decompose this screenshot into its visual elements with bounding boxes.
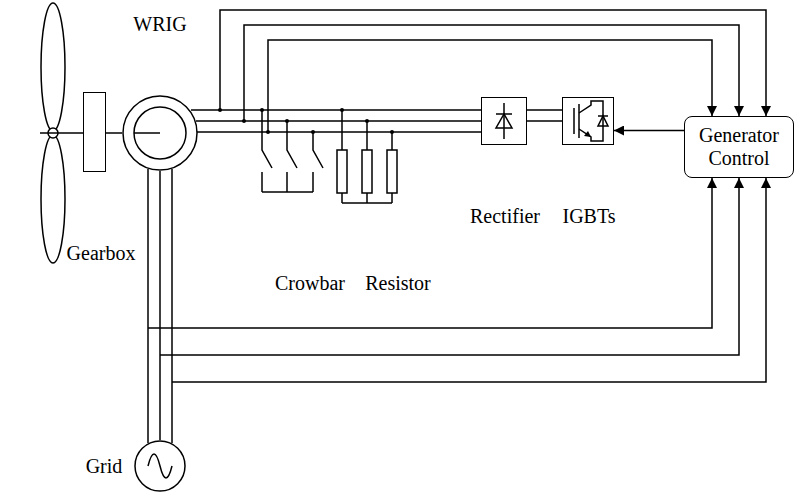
resistor-lead xyxy=(341,193,343,203)
resistor-symbol xyxy=(362,150,372,193)
circle-outline xyxy=(135,441,185,491)
junction-dot xyxy=(260,108,264,112)
control-box: Generator Control xyxy=(684,116,794,178)
junction-dot xyxy=(218,108,222,112)
junction-dot xyxy=(242,119,246,123)
igbt-symbol xyxy=(598,115,608,117)
crowbar-switch xyxy=(313,132,323,168)
resistor-lead xyxy=(341,110,343,150)
igbt-box: IGBTs xyxy=(562,97,614,145)
stator-wire xyxy=(159,171,161,440)
rotor-wire xyxy=(197,131,481,133)
node-label: Grid xyxy=(86,455,123,478)
node-label: Generator Control xyxy=(691,124,787,170)
node-label: IGBTs xyxy=(562,205,615,228)
node-label: WRIG xyxy=(133,13,186,36)
rectifier-box: Rectifier xyxy=(481,97,527,145)
junction-dot xyxy=(285,119,289,123)
part-label: Crowbar xyxy=(275,272,345,295)
crowbar-contact xyxy=(286,172,288,192)
rotor-wire xyxy=(191,109,481,111)
node-label: Gearbox xyxy=(67,242,136,265)
ac-source-symbol xyxy=(148,454,172,478)
shaft xyxy=(40,132,83,134)
turbine-blade xyxy=(41,135,65,263)
resistor-symbol xyxy=(337,150,347,193)
connector xyxy=(614,130,684,132)
crowbar-switch xyxy=(262,110,272,168)
rotor-ring xyxy=(134,107,186,159)
diode-symbol xyxy=(503,103,505,139)
grid-source: Grid xyxy=(134,440,186,492)
generator-circle: WRIG xyxy=(122,95,198,171)
igbt-symbol xyxy=(579,101,603,141)
circle-outline xyxy=(122,95,198,171)
resistor-lead xyxy=(366,121,368,150)
stator-wire xyxy=(171,169,173,443)
measurement-line xyxy=(160,178,739,355)
connector xyxy=(106,132,122,134)
igbt-symbol xyxy=(598,116,608,126)
junction-dot xyxy=(311,130,315,134)
gearbox-box: Gearbox xyxy=(83,92,106,172)
rotor-wire xyxy=(196,120,481,122)
junction-dot xyxy=(365,119,369,123)
junction-dot xyxy=(390,130,394,134)
diode-symbol xyxy=(496,114,512,128)
crowbar-contact xyxy=(312,172,314,192)
star-point xyxy=(342,202,392,204)
connector xyxy=(527,120,562,122)
junction-dot xyxy=(340,108,344,112)
crowbar-switch xyxy=(287,121,297,168)
star-point xyxy=(262,191,313,193)
crowbar-contact xyxy=(261,172,263,192)
dc-link xyxy=(527,109,562,111)
turbine-blade xyxy=(41,3,65,131)
igbt-symbol xyxy=(578,104,580,138)
resistor-lead xyxy=(366,193,368,203)
node-label: Rectifier xyxy=(470,205,540,228)
measurement-line xyxy=(148,178,712,328)
resistor-lead xyxy=(391,132,393,150)
part-label: Resistor xyxy=(365,272,431,295)
igbt-symbol xyxy=(573,108,575,134)
diode-symbol xyxy=(496,113,512,115)
junction-dot xyxy=(266,130,270,134)
circle-outline xyxy=(123,96,197,170)
circle-outline xyxy=(134,440,186,492)
igbt-symbol xyxy=(584,131,591,137)
resistor-lead xyxy=(391,193,393,203)
stator-wire xyxy=(147,169,149,443)
measurement-line xyxy=(172,178,766,382)
shaft xyxy=(134,132,160,134)
resistor-symbol xyxy=(387,150,397,193)
